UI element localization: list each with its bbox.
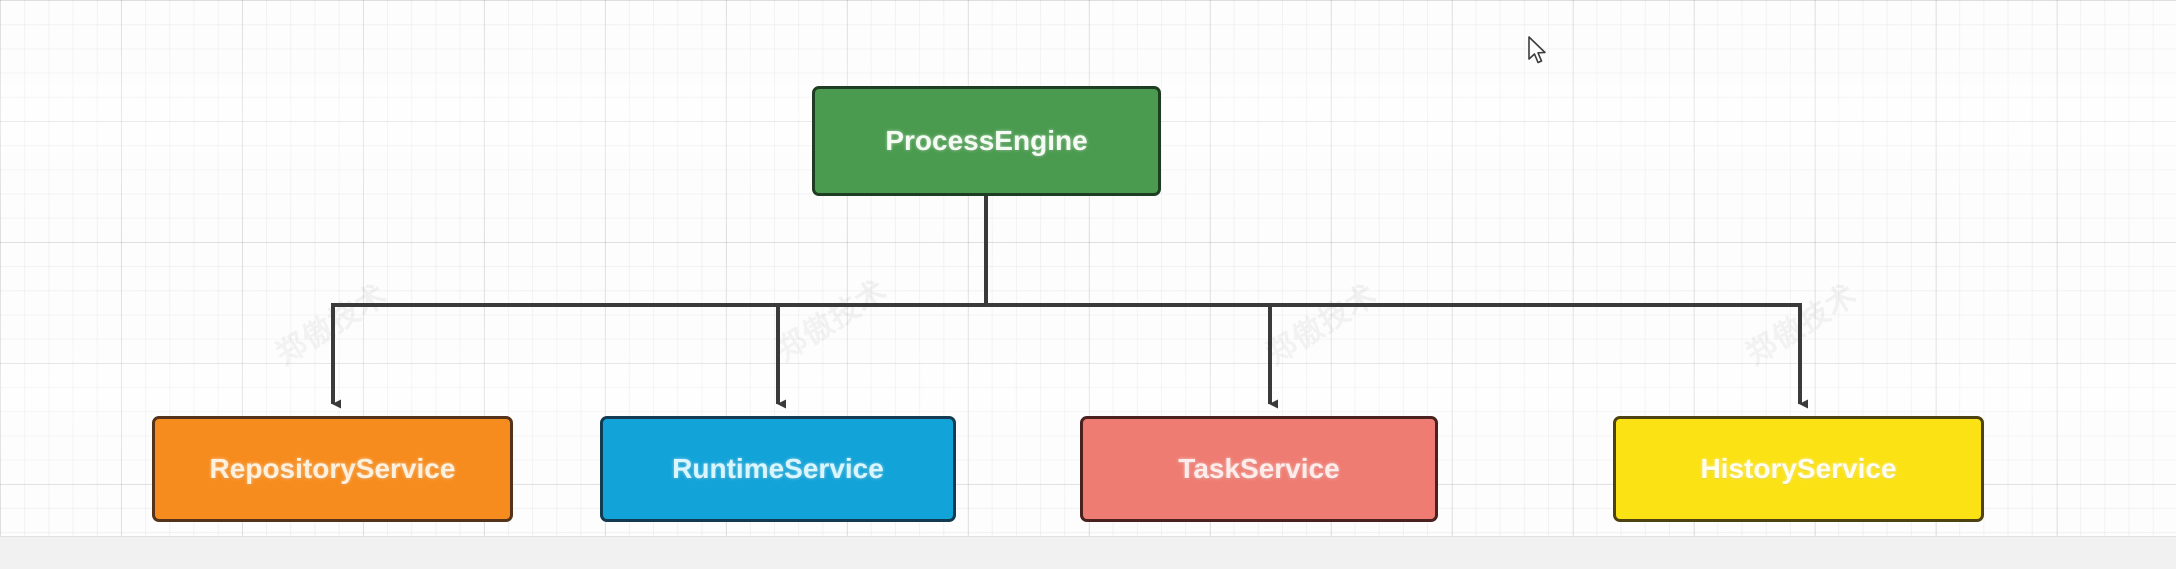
node-repository-service-label: RepositoryService (209, 452, 456, 484)
node-runtime-service-label: RuntimeService (672, 452, 884, 484)
node-repository-service[interactable]: RepositoryService (152, 416, 513, 522)
node-history-service-label: HistoryService (1700, 452, 1897, 484)
node-process-engine-label: ProcessEngine (885, 124, 1088, 156)
node-history-service[interactable]: HistoryService (1613, 416, 1984, 522)
node-task-service[interactable]: TaskService (1080, 416, 1438, 522)
diagram-canvas[interactable]: 郑傲技术 郑傲技术 郑傲技术 郑傲技术 ProcessEngine Reposi… (0, 0, 2176, 536)
node-runtime-service[interactable]: RuntimeService (600, 416, 956, 522)
node-task-service-label: TaskService (1178, 452, 1340, 484)
connector-lines (331, 196, 1808, 409)
node-process-engine[interactable]: ProcessEngine (812, 86, 1161, 196)
bottom-chrome-strip (0, 536, 2176, 569)
